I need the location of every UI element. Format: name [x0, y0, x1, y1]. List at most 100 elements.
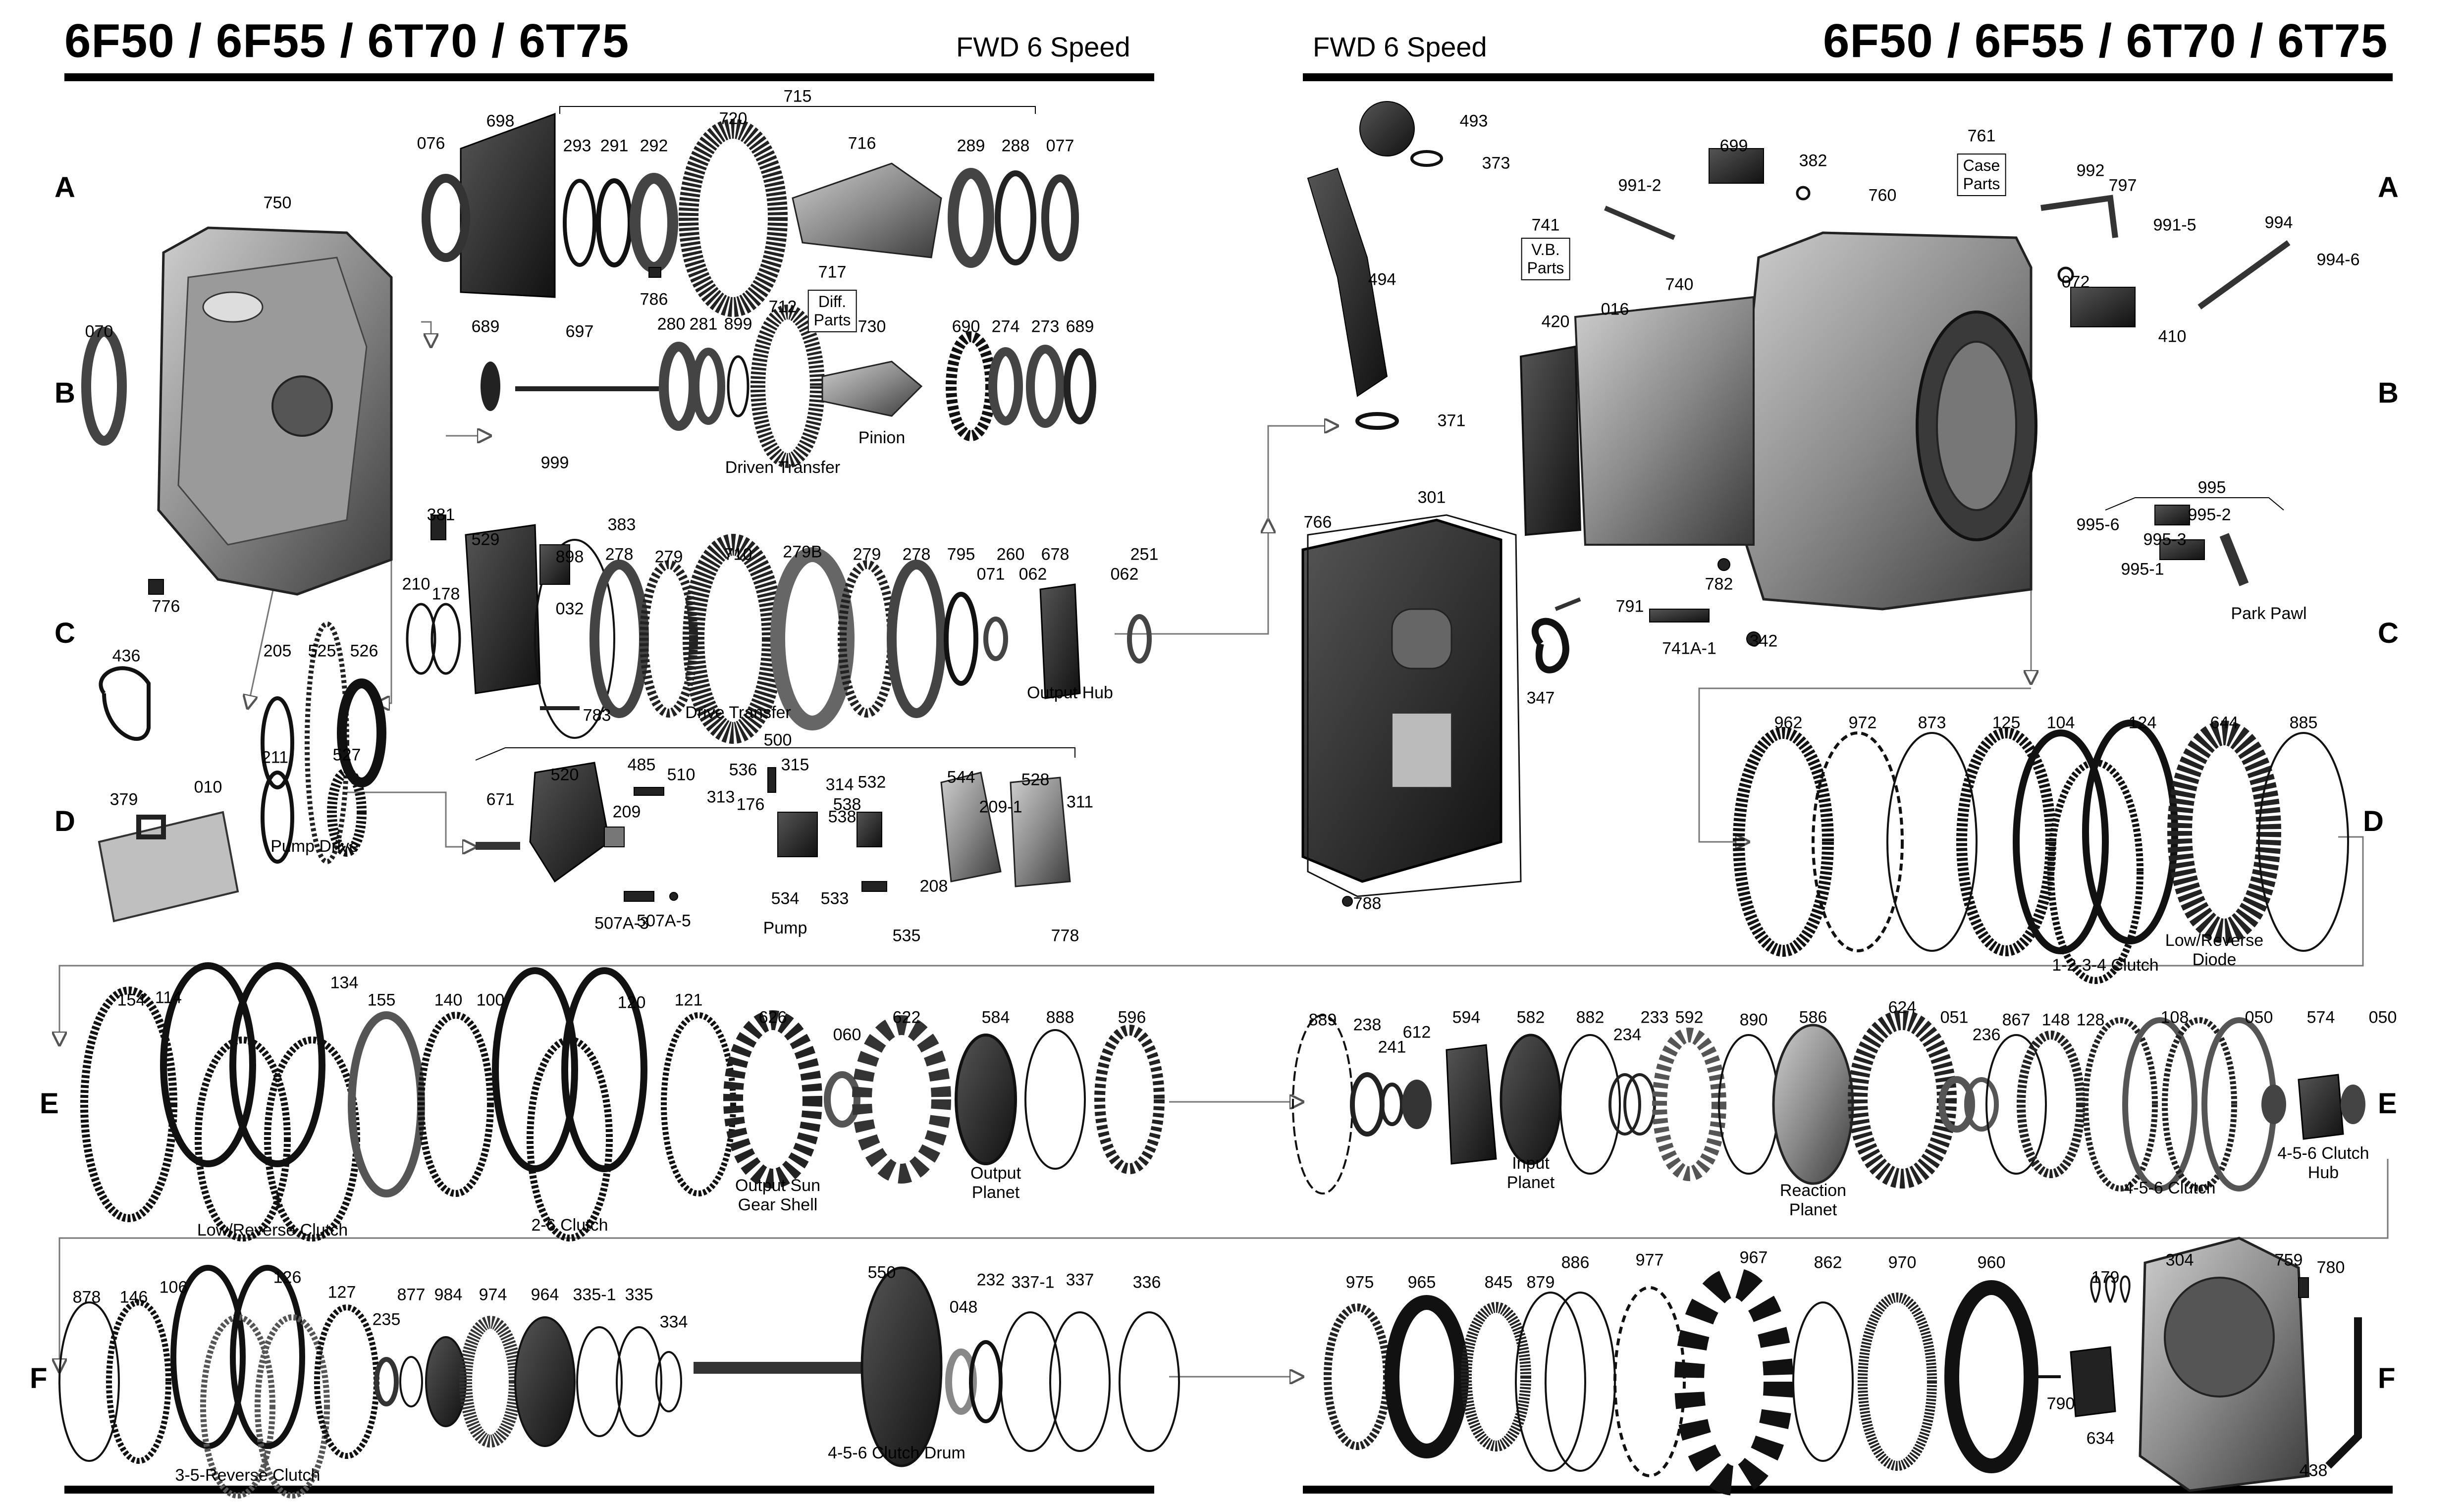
part-number-label: 999: [540, 453, 569, 472]
part-number-label: 594: [1452, 1008, 1481, 1027]
caption-driven-transfer: Driven Transfer: [725, 458, 841, 477]
part-number-label: 970: [1888, 1253, 1917, 1272]
part-number-label: 124: [2128, 713, 2157, 732]
valve-body-420: [1519, 345, 1582, 536]
part-number-label: 898: [555, 547, 584, 567]
part-number-label: 076: [417, 134, 445, 153]
part-number-label: 050: [2368, 1008, 2397, 1027]
part-number-label: 507A-3: [594, 914, 649, 933]
part-number-label: 238: [1353, 1015, 1382, 1035]
part-number-label: 873: [1918, 713, 1946, 732]
part-number-label: 532: [857, 773, 886, 792]
caption-4-5-6-clutch: 4-5-6 Clutch: [2124, 1179, 2216, 1197]
part-number-label: 528: [1021, 770, 1050, 789]
part-number-label: 995-2: [2188, 505, 2231, 524]
row-letter-f-left: F: [30, 1362, 48, 1395]
part-number-label: 697: [565, 322, 594, 341]
part-number-label: 500: [763, 730, 792, 750]
part-number-label: 730: [857, 317, 886, 336]
page-subtitle-left: FWD 6 Speed: [956, 31, 1130, 62]
part-number-label: 716: [848, 134, 876, 153]
shaft-671: [476, 842, 520, 850]
part-number-label: 342: [1749, 631, 1778, 651]
valve-body-740: [1574, 296, 1755, 546]
part-number-label: 507A-5: [637, 911, 691, 931]
part-number-label: 371: [1437, 411, 1466, 430]
part-number-label: 741A-1: [1662, 639, 1716, 658]
case-760: [1732, 231, 2037, 611]
row-c-rings: [261, 534, 1152, 864]
filter-010: [98, 811, 239, 923]
caption-low-reverse-clutch: Low/Reverse Clutch: [197, 1221, 348, 1240]
part-number-label: 032: [555, 599, 584, 619]
case-750: [157, 226, 393, 596]
row-letter-e-right: E: [2378, 1088, 2397, 1120]
pump-520: [529, 762, 610, 883]
part-number-label: 241: [1378, 1037, 1406, 1057]
part-number-label: 626: [758, 1008, 787, 1027]
part-number-label: 991-2: [1618, 176, 1661, 195]
part-number-label: 977: [1635, 1250, 1664, 1270]
row-letter-d-right: D: [2363, 805, 2384, 837]
part-number-label: 525: [308, 641, 336, 661]
caption-2-6-clutch: 2-6 Clutch: [531, 1216, 608, 1235]
part-number-label: 878: [72, 1288, 101, 1307]
part-number-label: 886: [1561, 1253, 1590, 1272]
page-title-left: 6F50 / 6F55 / 6T70 / 6T75: [64, 14, 630, 67]
part-number-label: 071: [976, 565, 1005, 584]
part-number-label: 125: [1992, 713, 2021, 732]
part-number-label: 995: [2197, 478, 2226, 497]
part-number-label: 279: [853, 545, 881, 564]
caption-output-sun-gear-shell: Output Sun Gear Shell: [735, 1176, 821, 1215]
support-529: [465, 524, 541, 694]
part-number-label: 797: [2108, 176, 2137, 195]
part-number-label: 550: [867, 1263, 896, 1282]
part-number-label: 788: [1353, 894, 1382, 913]
part-number-label: 292: [640, 136, 668, 155]
row-letter-c-right: C: [2378, 617, 2399, 649]
part-number-label: 232: [976, 1270, 1005, 1290]
part-number-label: 279B: [783, 542, 822, 562]
part-number-label: 072: [2061, 272, 2090, 292]
part-number-label: 634: [2086, 1429, 2115, 1448]
part-number-label: 120: [617, 993, 646, 1012]
part-number-label: 062: [1018, 565, 1047, 584]
part-number-label: 622: [892, 1008, 921, 1027]
part-number-label: 154: [117, 990, 146, 1010]
part-number-label: 279: [654, 547, 683, 567]
row-letter-c-left: C: [54, 617, 75, 649]
part-number-label: 888: [1046, 1008, 1074, 1027]
part-number-label: 678: [1041, 545, 1070, 564]
row-letter-b-right: B: [2378, 377, 2399, 409]
part-number-label: 048: [949, 1297, 978, 1317]
part-number-label: 529: [471, 530, 500, 549]
part-number-label: 251: [1130, 545, 1159, 564]
part-number-label: 574: [2306, 1008, 2335, 1027]
part-number-label: 114: [155, 988, 182, 1007]
part-number-label: 899: [724, 314, 752, 334]
caption-1-2-3-4-clutch: 1-2-3-4 Clutch: [2052, 956, 2159, 975]
part-number-label: 720: [719, 109, 748, 128]
row-f-left-rings: [58, 1265, 1180, 1499]
part-number-label: 281: [689, 314, 718, 334]
part-number-label: 975: [1345, 1273, 1374, 1292]
part-number-label: 274: [991, 317, 1020, 336]
row-letter-f-right: F: [2378, 1362, 2396, 1395]
part-number-label: 612: [1402, 1023, 1431, 1042]
misc-small-parts: [99, 101, 2309, 1298]
part-number-label: 776: [152, 597, 180, 616]
part-number-label: 760: [1868, 186, 1897, 205]
row-letter-a-right: A: [2378, 171, 2399, 204]
caption-input-planet: Input Planet: [1506, 1154, 1555, 1192]
part-number-label: 960: [1977, 1253, 2006, 1272]
part-number-label: 885: [2289, 713, 2318, 732]
part-number-label: 148: [2041, 1010, 2070, 1030]
part-number-label: 995-6: [2076, 515, 2120, 534]
page-subtitle-right: FWD 6 Speed: [1313, 31, 1487, 62]
part-number-label: 962: [1774, 713, 1803, 732]
caption-vb-parts: V.B. Parts: [1521, 238, 1570, 280]
part-number-label: 311: [1066, 792, 1094, 812]
part-number-label: 126: [273, 1268, 302, 1287]
